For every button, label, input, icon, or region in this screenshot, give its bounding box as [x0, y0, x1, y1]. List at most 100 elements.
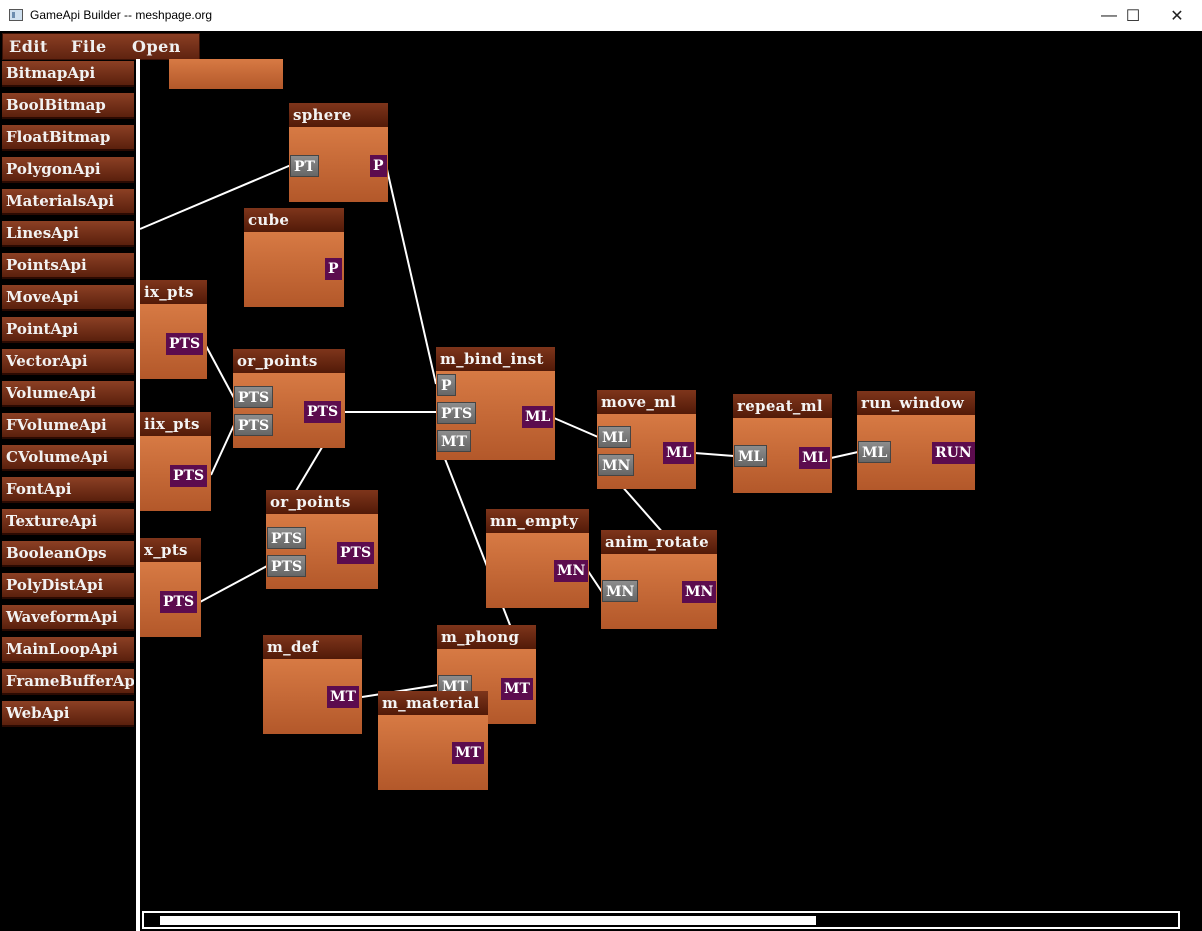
api-item-mainloopapi[interactable]: MainLoopApi	[2, 637, 134, 663]
output-port-ml[interactable]: ML	[663, 442, 695, 464]
input-port-ml[interactable]: ML	[598, 426, 632, 448]
api-item-linesapi[interactable]: LinesApi	[2, 221, 134, 247]
node-mix-pts-2[interactable]: iix_pts PTS	[140, 412, 211, 511]
node-m-phong[interactable]: m_phong MT MT	[437, 625, 536, 724]
node-cube[interactable]: cube P	[244, 208, 344, 307]
wire	[139, 164, 292, 230]
wire	[385, 164, 437, 385]
node-partial-top[interactable]	[169, 59, 283, 89]
node-title: move_ml	[597, 390, 696, 414]
api-item-polydistapi[interactable]: PolyDistApi	[2, 573, 134, 599]
input-port-mn[interactable]: MN	[598, 454, 635, 476]
app-icon	[9, 9, 23, 21]
node-title: or_points	[266, 490, 378, 514]
scrollbar-thumb[interactable]	[160, 916, 816, 925]
api-item-materialsapi[interactable]: MaterialsApi	[2, 189, 134, 215]
node-move-ml[interactable]: move_ml ML MN ML	[597, 390, 696, 489]
node-title: repeat_ml	[733, 394, 832, 418]
node-or-points-2[interactable]: or_points PTS PTS PTS	[266, 490, 378, 589]
node-title: or_points	[233, 349, 345, 373]
api-item-volumeapi[interactable]: VolumeApi	[2, 381, 134, 407]
api-item-polygonapi[interactable]: PolygonApi	[2, 157, 134, 183]
input-port-pts[interactable]: PTS	[267, 527, 307, 549]
api-item-vectorapi[interactable]: VectorApi	[2, 349, 134, 375]
node-mn-empty[interactable]: mn_empty MN	[486, 509, 589, 608]
output-port-mt[interactable]: MT	[327, 686, 359, 708]
node-anim-rotate[interactable]: anim_rotate MN MN	[601, 530, 717, 629]
menu-open[interactable]: Open	[132, 37, 181, 56]
input-port-ml[interactable]: ML	[858, 441, 892, 463]
api-item-moveapi[interactable]: MoveApi	[2, 285, 134, 311]
input-port-pts[interactable]: PTS	[234, 414, 274, 436]
api-item-fvolumeapi[interactable]: FVolumeApi	[2, 413, 134, 439]
node-mix-pts-3[interactable]: x_pts PTS	[140, 538, 201, 637]
output-port-pts[interactable]: PTS	[337, 542, 375, 564]
api-item-textureapi[interactable]: TextureApi	[2, 509, 134, 535]
node-title: anim_rotate	[601, 530, 717, 554]
node-title: x_pts	[140, 538, 201, 562]
api-item-bitmapapi[interactable]: BitmapApi	[2, 61, 134, 87]
input-port-pt[interactable]: PT	[290, 155, 319, 177]
title-bar: GameApi Builder -- meshpage.org — ☐ ✕	[0, 0, 1202, 31]
input-port-pts[interactable]: PTS	[267, 555, 307, 577]
node-m-material[interactable]: m_material MT	[378, 691, 488, 790]
wire	[553, 417, 599, 438]
output-port-mt[interactable]: MT	[452, 742, 484, 764]
horizontal-scrollbar[interactable]	[142, 911, 1180, 929]
api-item-pointsapi[interactable]: PointsApi	[2, 253, 134, 279]
api-item-boolbitmap[interactable]: BoolBitmap	[2, 93, 134, 119]
node-or-points-1[interactable]: or_points PTS PTS PTS	[233, 349, 345, 448]
output-port-mn[interactable]: MN	[682, 581, 717, 603]
api-item-framebufferapi[interactable]: FrameBufferApi	[2, 669, 134, 695]
wire	[210, 424, 235, 476]
node-repeat-ml[interactable]: repeat_ml ML ML	[733, 394, 832, 493]
output-port-pts[interactable]: PTS	[170, 465, 208, 487]
api-item-webapi[interactable]: WebApi	[2, 701, 134, 727]
input-port-mn[interactable]: MN	[602, 580, 639, 602]
input-port-ml[interactable]: ML	[734, 445, 768, 467]
input-port-mt[interactable]: MT	[437, 430, 471, 452]
output-port-pts[interactable]: PTS	[166, 333, 204, 355]
close-button[interactable]: ✕	[1170, 7, 1184, 25]
wire	[830, 451, 859, 459]
node-title: m_bind_inst	[436, 347, 555, 371]
output-port-p[interactable]: P	[370, 155, 387, 177]
output-port-run[interactable]: RUN	[932, 442, 975, 464]
node-m-def[interactable]: m_def MT	[263, 635, 362, 734]
node-title: sphere	[289, 103, 388, 127]
minimize-button[interactable]: —	[1101, 6, 1117, 24]
api-item-cvolumeapi[interactable]: CVolumeApi	[2, 445, 134, 471]
output-port-mt[interactable]: MT	[501, 678, 533, 700]
api-item-fontapi[interactable]: FontApi	[2, 477, 134, 503]
node-title: iix_pts	[140, 412, 211, 436]
node-mix-pts-1[interactable]: ix_pts PTS	[140, 280, 207, 379]
output-port-pts[interactable]: PTS	[160, 591, 198, 613]
node-run-window[interactable]: run_window ML RUN	[857, 391, 975, 490]
node-title: m_phong	[437, 625, 536, 649]
wire	[587, 570, 603, 593]
menu-bar: Edit File Open	[2, 33, 200, 60]
wire	[694, 452, 735, 457]
node-sphere[interactable]: sphere PT P	[289, 103, 388, 202]
node-body	[169, 59, 283, 89]
node-title: run_window	[857, 391, 975, 415]
sidebar-divider[interactable]	[136, 59, 140, 931]
api-item-pointapi[interactable]: PointApi	[2, 317, 134, 343]
api-item-waveformapi[interactable]: WaveformApi	[2, 605, 134, 631]
menu-edit[interactable]: Edit	[9, 37, 48, 56]
output-port-ml[interactable]: ML	[522, 406, 554, 428]
api-item-floatbitmap[interactable]: FloatBitmap	[2, 125, 134, 151]
node-m-bind-inst[interactable]: m_bind_inst P PTS MT ML	[436, 347, 555, 460]
menu-file[interactable]: File	[71, 37, 107, 56]
api-item-booleanops[interactable]: BooleanOps	[2, 541, 134, 567]
node-title: ix_pts	[140, 280, 207, 304]
input-port-p[interactable]: P	[437, 374, 456, 396]
output-port-p[interactable]: P	[325, 258, 342, 280]
output-port-pts[interactable]: PTS	[304, 401, 342, 423]
maximize-button[interactable]: ☐	[1125, 7, 1141, 25]
input-port-pts[interactable]: PTS	[437, 402, 477, 424]
output-port-ml[interactable]: ML	[799, 447, 831, 469]
node-title: m_def	[263, 635, 362, 659]
output-port-mn[interactable]: MN	[554, 560, 589, 582]
input-port-pts[interactable]: PTS	[234, 386, 274, 408]
